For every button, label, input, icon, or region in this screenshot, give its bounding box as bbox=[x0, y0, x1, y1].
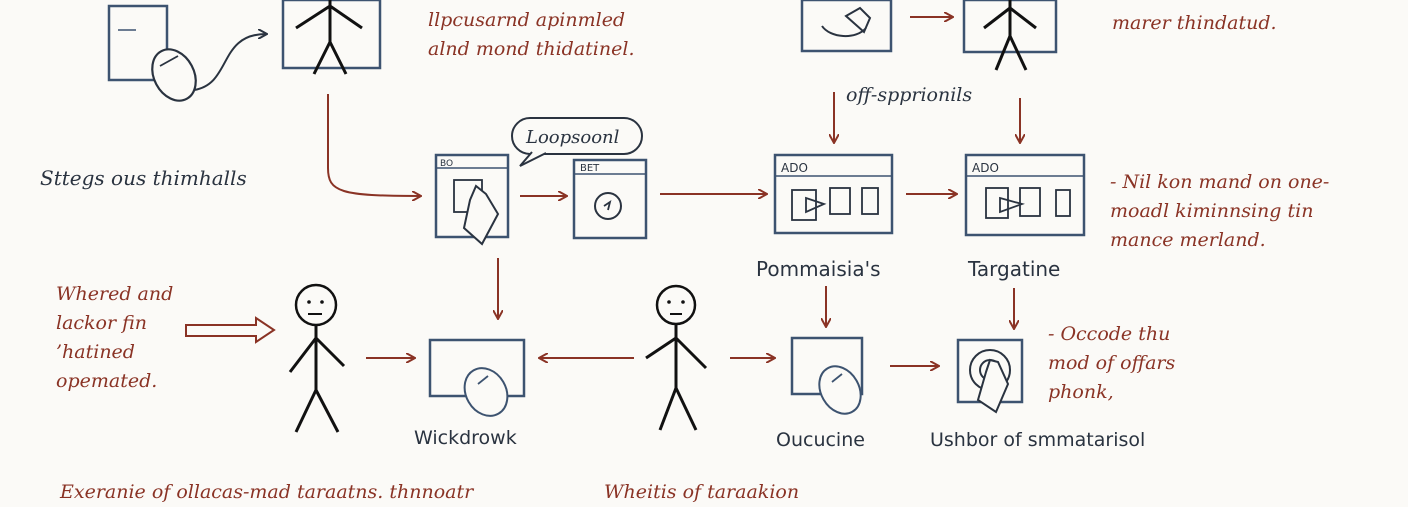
note-left-bottom-line-2: lackor fin bbox=[56, 312, 148, 334]
label-ushbor: Ushbor of smmatarisol bbox=[930, 429, 1145, 451]
label-oucucine: Oucucine bbox=[776, 429, 865, 451]
top-person-panel bbox=[281, 0, 382, 75]
speech-text: Loopsoonl bbox=[525, 127, 620, 148]
person-left bbox=[288, 283, 346, 433]
person-middle bbox=[645, 284, 708, 431]
window-b-title: BET bbox=[580, 163, 600, 174]
note-bottom-mid: Wheitis of taraakion bbox=[604, 481, 800, 503]
arrow-person-to-window-a bbox=[327, 94, 420, 196]
note-right-mid-line-2: moadl kiminnsing tin bbox=[1110, 200, 1314, 222]
top-right-person-panel bbox=[962, 0, 1058, 71]
note-right-mid-line-3: mance merland. bbox=[1110, 229, 1266, 251]
window-d-title: ADO bbox=[972, 161, 999, 175]
note-bottom-left: Exeranie of ollacas-mad taraatns. thnnoa… bbox=[60, 481, 474, 503]
top-left-monitor bbox=[107, 4, 169, 82]
window-b-clock: BET bbox=[572, 158, 648, 240]
window-c-flow: ADO bbox=[773, 153, 894, 235]
note-right-bottom: - Occode thu mod of offars phonk, bbox=[1048, 320, 1175, 407]
label-targatine: Targatine bbox=[967, 257, 1060, 281]
note-left: Sttegs ous thimhalls bbox=[40, 166, 247, 190]
touch-target-icon bbox=[956, 338, 1024, 414]
note-top-center-line-2: alnd mond thidatinel. bbox=[428, 38, 635, 60]
monitor-mouse-right bbox=[790, 336, 864, 415]
note-top-center-line-1: llpcusarnd apinmled bbox=[428, 9, 626, 31]
note-offs: off-spprionils bbox=[846, 84, 973, 106]
note-left-bottom: Whered and lackor fin ’hatined opemated. bbox=[56, 280, 173, 396]
note-top-right: marer thindatud. bbox=[1112, 12, 1277, 34]
note-right-mid: - Nil kon mand on one- moadl kiminnsing … bbox=[1110, 168, 1329, 255]
label-pommaisias: Pommaisia's bbox=[756, 257, 881, 281]
note-right-bottom-line-3: phonk, bbox=[1048, 381, 1114, 403]
label-wickdrowk: Wickdrowk bbox=[414, 427, 517, 449]
monitor-mouse-left bbox=[428, 338, 526, 417]
speech-bubble: Loopsoonl bbox=[511, 117, 643, 167]
window-a-touch: BO bbox=[434, 153, 510, 246]
note-left-bottom-line-1: Whered and bbox=[56, 283, 174, 305]
touch-screen-icon bbox=[800, 0, 893, 53]
arrow-mouse-to-person bbox=[193, 34, 266, 91]
mouse-icon bbox=[151, 48, 197, 102]
window-d-flow: ADO bbox=[964, 153, 1086, 237]
note-right-bottom-line-1: - Occode thu bbox=[1048, 323, 1171, 345]
note-right-mid-line-1: - Nil kon mand on one- bbox=[1110, 171, 1330, 193]
hollow-arrow bbox=[185, 316, 276, 344]
note-right-bottom-line-2: mod of offars bbox=[1048, 352, 1176, 374]
window-c-title: ADO bbox=[781, 161, 808, 175]
window-a-title: BO bbox=[440, 159, 453, 169]
note-left-bottom-line-4: opemated. bbox=[56, 370, 158, 392]
note-top-center: llpcusarnd apinmled alnd mond thidatinel… bbox=[428, 6, 635, 64]
note-left-bottom-line-3: ’hatined bbox=[56, 341, 135, 363]
